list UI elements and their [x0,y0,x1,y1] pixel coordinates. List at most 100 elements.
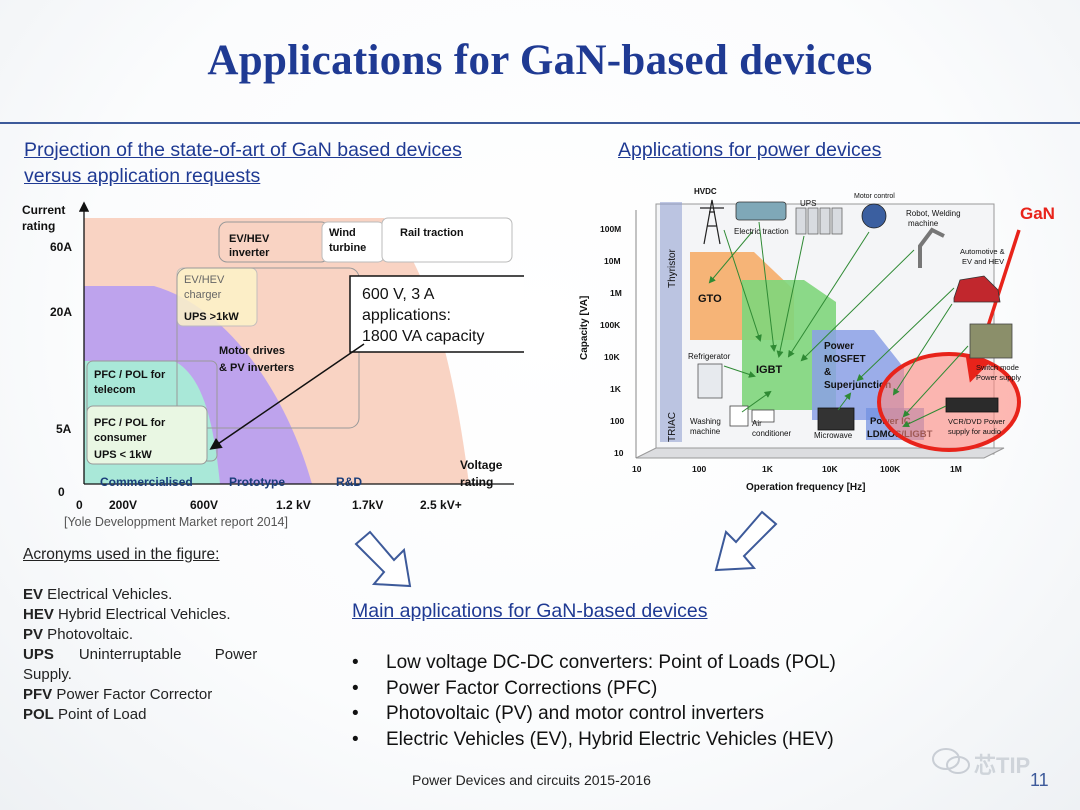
callout-line2: applications: [362,307,451,324]
left-heading-line2[interactable]: versus application requests [24,165,261,187]
label-motor-1: Motor drives [219,345,285,357]
region-rnd: R&D [336,475,362,489]
y-tick-20a: 20A [50,305,72,319]
right-y-tick-100k: 100K [600,320,621,330]
refrigerator-icon [697,363,723,399]
app-aircon-2: conditioner [752,429,791,438]
motor-icon [861,203,887,229]
right-y-axis-title: Capacity [VA] [579,296,590,360]
app-smps-1: Switch mode [976,363,1019,372]
label-wind-2: turbine [329,242,366,254]
app-automotive-1: Automotive & [960,247,1005,256]
main-apps-heading[interactable]: Main applications for GaN-based devices [352,600,708,622]
acronym-pfv: PFV Power Factor Corrector [23,686,213,703]
right-y-tick-10k: 10K [604,352,620,362]
bullet-symbol: • [352,728,359,750]
right-y-tick-1m: 1M [610,288,622,298]
label-wind-1: Wind [329,227,356,239]
callout-line1: 600 V, 3 A [362,286,435,303]
main-app-item: •Photovoltaic (PV) and motor control inv… [352,701,992,727]
right-x-tick-1m: 1M [950,464,962,474]
x-tick-1-7kv: 1.7kV [352,498,383,512]
mosfet-label-1: Power [824,341,854,352]
washing-machine-icon [729,405,749,427]
electric-train-icon [735,201,787,221]
label-pfc-telecom-2: telecom [94,384,136,396]
app-automotive-2: EV and HEV [962,257,1004,266]
power-supply-board-icon [969,323,1013,359]
y-axis-title-2: rating [22,219,55,233]
mosfet-label-3: & [824,367,831,378]
app-robot-2: machine [908,219,939,228]
bullet-symbol: • [352,703,359,724]
app-vcr-2: supply for audio [948,427,1001,436]
app-motor-control: Motor control [854,193,895,200]
down-right-arrow-icon [354,530,412,588]
right-y-tick-10: 10 [614,448,624,458]
right-x-tick-10: 10 [632,464,642,474]
right-heading[interactable]: Applications for power devices [618,139,882,161]
label-ev-inverter-2: inverter [229,247,270,259]
right-y-tick-100: 100 [610,416,624,426]
acronym-ev: EV Electrical Vehicles. [23,586,173,603]
acronym-hev: HEV Hybrid Electrical Vehicles. [23,606,231,623]
vcr-icon [945,397,999,413]
mosfet-label-4: Superjunction [824,380,891,391]
acronym-ups: UPS Uninterruptable Power [23,646,258,663]
right-y-tick-1k: 1K [610,384,622,394]
microwave-icon [817,407,855,431]
title-divider [0,122,1080,124]
right-x-tick-100k: 100K [880,464,901,474]
app-robot-1: Robot, Welding [906,209,961,218]
rail-traction-box [381,217,513,263]
right-x-tick-100: 100 [692,464,706,474]
app-smps-2: Power supply [976,373,1021,382]
app-hvdc: HVDC [694,187,717,196]
label-ev-charger-2: charger [184,289,222,301]
triac-label: TRIAC [667,412,678,442]
pfc-consumer-box [86,405,208,465]
callout-box [349,275,524,353]
app-ups: UPS [800,199,816,208]
application-arrows [708,221,969,428]
page-number: 11 [1030,770,1049,790]
x-tick-200v: 200V [109,498,137,512]
acronym-pv: PV Photovoltaic. [23,626,134,643]
label-rail: Rail traction [400,227,464,239]
thyristor-label: Thyristor [667,248,678,288]
citation: [Yole Developpment Market report 2014] [64,515,288,529]
footer-text: Power Devices and circuits 2015-2016 [412,772,651,788]
x-tick-1-2kv: 1.2 kV [276,498,311,512]
gan-projection-chart: Current rating 60A 20A 5A 0 0 200V 600V … [22,201,524,512]
x-tick-2-5kv: 2.5 kV+ [420,498,462,512]
thyristor-bar [660,202,682,442]
right-y-tick-100m: 100M [600,224,621,234]
bullet-symbol: • [352,677,359,699]
mosfet-label-2: MOSFET [824,354,866,365]
app-washing-1: Washing [690,417,721,426]
label-pfc-consumer-2: consumer [94,432,147,444]
left-heading-line1[interactable]: Projection of the state-of-art of GaN ba… [24,139,462,161]
label-ev-charger-1: EV/HEV [184,274,225,286]
power-devices-chart: Thyristor TRIAC GTO IGBT Power MOSFET & … [579,187,1055,493]
main-app-item: •Power Factor Corrections (PFC) [352,676,992,702]
label-motor-2: & PV inverters [219,362,294,374]
label-ev-inverter-1: EV/HEV [229,233,270,245]
igbt-label: IGBT [756,364,783,376]
callout-arrow [209,343,365,450]
y-axis-title-1: Current [22,203,65,217]
x-tick-0: 0 [76,498,83,512]
main-app-item: •Low voltage DC-DC converters: Point of … [352,650,992,676]
car-icon [953,275,1001,303]
right-x-axis-title: Operation frequency [Hz] [746,482,865,493]
x-axis-title-1: Voltage [460,458,503,472]
app-vcr-1: VCR/DVD Power [948,417,1006,426]
gan-label: GaN [1020,204,1055,223]
robot-arm-icon [918,227,945,268]
acronym-ups-cont: Supply. [23,666,72,683]
right-x-tick-1k: 1K [762,464,774,474]
right-x-tick-10k: 10K [822,464,838,474]
bullet-symbol: • [352,652,359,673]
label-pfc-telecom-1: PFC / POL for [94,369,166,381]
